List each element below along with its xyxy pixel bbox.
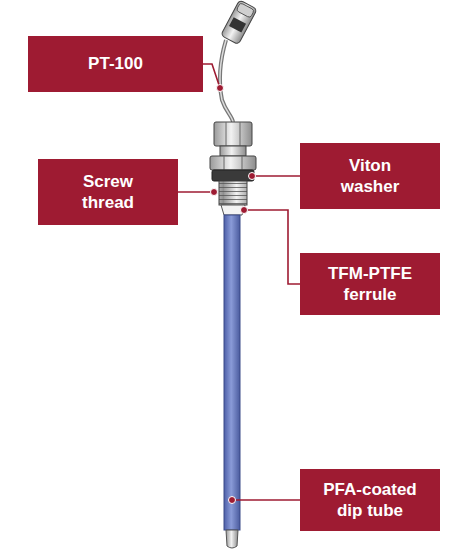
callout-box: PFA-coated dip tube (300, 469, 440, 532)
callout-label: PFA-coated dip tube (320, 479, 420, 522)
callout-label: TFM-PTFE ferrule (320, 263, 420, 306)
callout-box: TFM-PTFE ferrule (300, 253, 440, 316)
callout-label: Viton washer (320, 155, 420, 198)
leader-dots (211, 85, 256, 504)
top-nut (214, 122, 252, 146)
callout-box: Screw thread (38, 159, 178, 225)
callout-box: PT-100 (28, 36, 203, 92)
callout-box: Viton washer (300, 143, 440, 209)
sensor-cable (220, 40, 233, 122)
tube-tip (226, 530, 238, 548)
lower-nut (210, 156, 256, 170)
screw-thread (219, 181, 247, 205)
callout-label: PT-100 (88, 53, 143, 74)
leader-lines (178, 64, 300, 500)
viton-washer (212, 170, 254, 181)
dip-tube (224, 215, 240, 530)
callout-label: Screw thread (58, 171, 158, 214)
sensor-head (221, 0, 257, 45)
